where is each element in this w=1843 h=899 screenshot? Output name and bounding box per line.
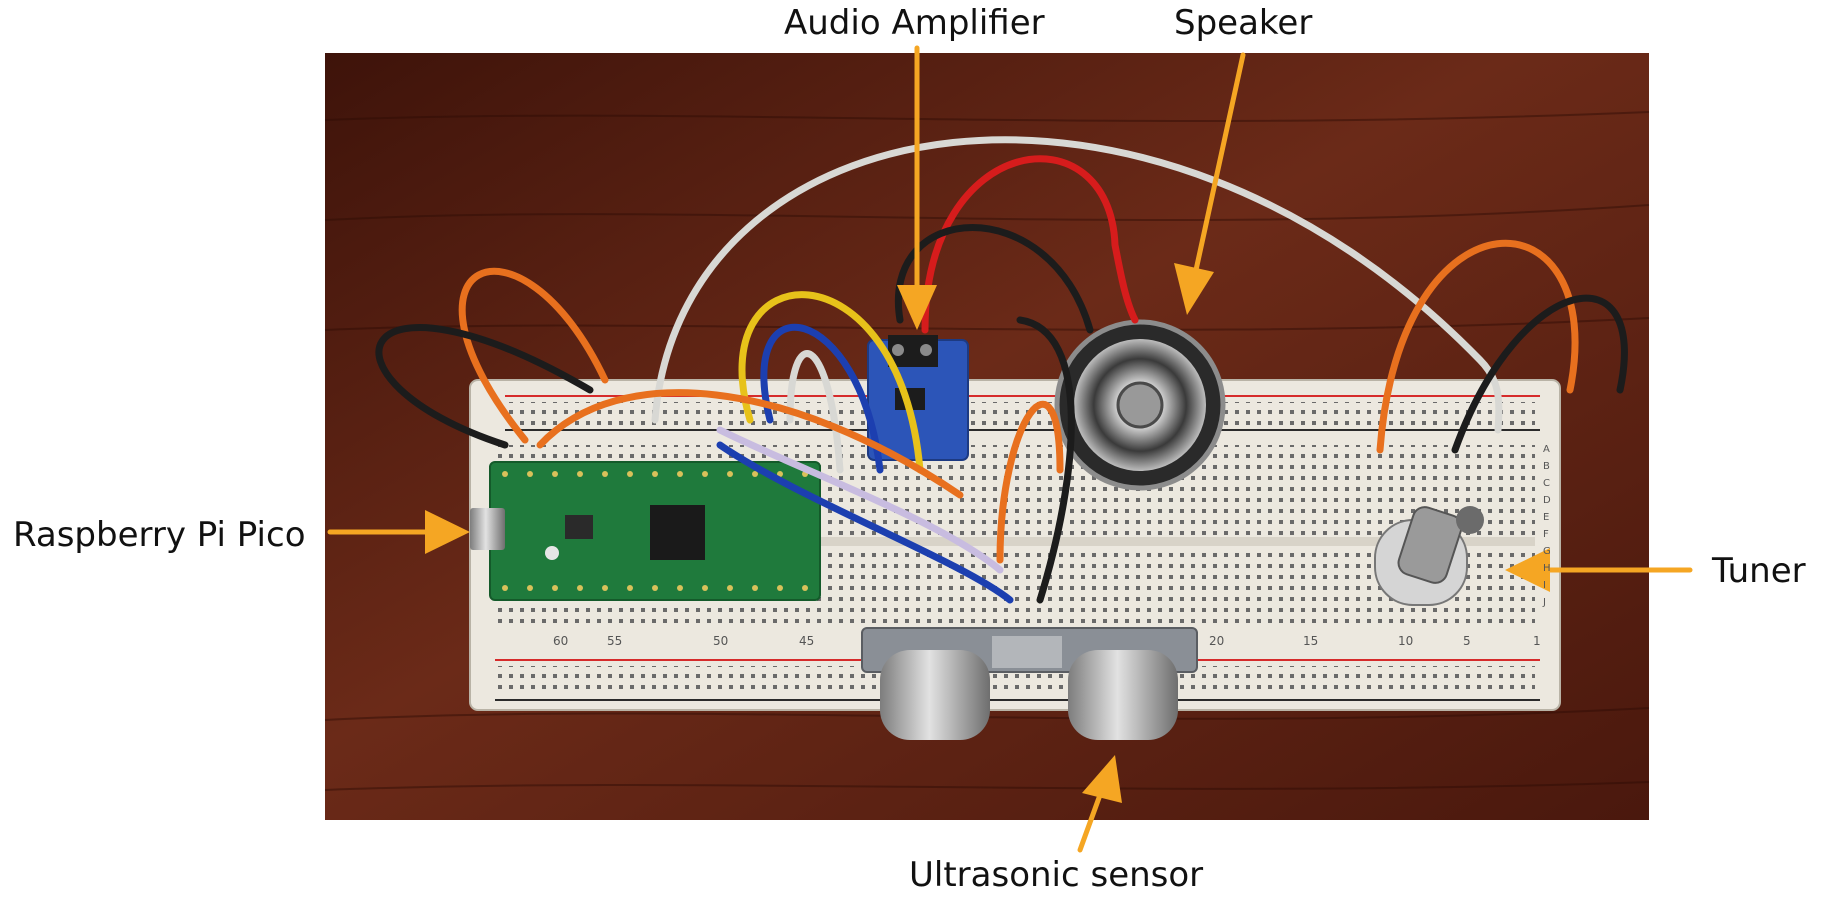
tuner-label: Tuner — [1712, 551, 1806, 591]
pico-board — [470, 461, 821, 601]
speaker-label: Speaker — [1174, 3, 1313, 43]
breadboard-column-number: 60 — [553, 634, 568, 648]
breadboard-column-number: 1 — [1533, 634, 1541, 648]
raspberry-pi-pico-label: Raspberry Pi Pico — [13, 515, 306, 555]
breadboard-row-letter: G — [1543, 546, 1551, 557]
breadboard-row-letter: C — [1543, 478, 1550, 489]
arrow-ultrasonic-sensor — [1077, 755, 1122, 853]
ultrasonic-sensor-label: Ultrasonic sensor — [909, 855, 1204, 895]
breadboard-column-number: 55 — [607, 634, 622, 648]
speaker — [1054, 319, 1226, 491]
callout-arrows — [327, 45, 1693, 853]
breadboard-column-number: 50 — [713, 634, 728, 648]
breadboard-column-number: 5 — [1463, 634, 1471, 648]
breadboard-row-letter: A — [1543, 444, 1550, 455]
breadboard-column-number: 10 — [1398, 634, 1413, 648]
breadboard-column-number: 20 — [1209, 634, 1224, 648]
breadboard-row-letter: D — [1543, 495, 1551, 506]
potentiometer — [1374, 506, 1484, 606]
arrow-speaker — [1174, 52, 1246, 315]
breadboard-row-letter: J — [1542, 597, 1546, 608]
breadboard-row-letter: H — [1543, 563, 1551, 574]
jumper-wires — [375, 136, 1628, 604]
breadboard-row-letter: F — [1543, 529, 1549, 540]
breadboard-row-letter: E — [1543, 512, 1549, 523]
ultrasonic-sensor — [861, 627, 1198, 740]
breadboard-row-letter: B — [1543, 461, 1550, 472]
arrow-audio-amplifier — [897, 45, 937, 330]
breadboard-row-letter: I — [1543, 580, 1546, 591]
arrow-tuner — [1505, 548, 1693, 592]
arrow-raspberry-pi-pico — [327, 510, 470, 554]
audio-amplifier-label: Audio Amplifier — [784, 3, 1045, 43]
breadboard-column-number: 45 — [799, 634, 814, 648]
breadboard-column-number: 15 — [1303, 634, 1318, 648]
